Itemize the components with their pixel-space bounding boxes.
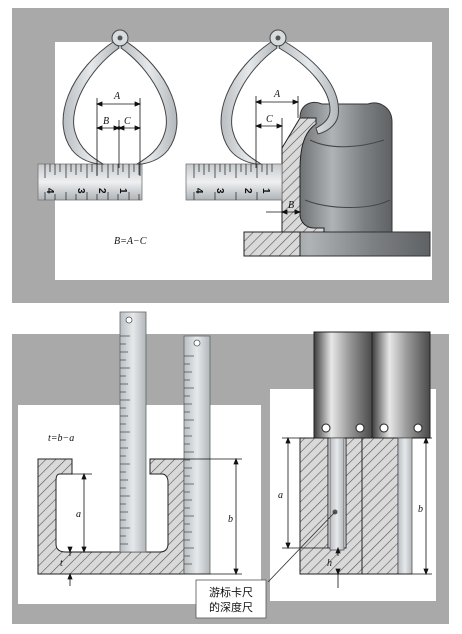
- depth-rod: [329, 437, 345, 551]
- casting-workpiece: [243, 102, 431, 257]
- caliper-on-ruler: 4 3 2 1 A B: [37, 29, 178, 201]
- ruler-left-number-1: 1: [117, 188, 128, 194]
- dimension-a-label: A: [273, 89, 281, 100]
- ruler-right-number-4: 4: [193, 188, 204, 194]
- callout-line2: 的深度尺: [209, 600, 253, 614]
- dimension-a-label: a: [278, 490, 283, 501]
- dimension-b-label: b: [228, 514, 233, 525]
- slotted-block-right: [361, 437, 399, 575]
- ruler-left-number-4: 4: [44, 188, 55, 194]
- steel-ruler-left: 4 3 2 1: [37, 163, 143, 201]
- slotted-block-left: [299, 437, 363, 575]
- callout-line1: 游标卡尺: [209, 585, 253, 599]
- dimension-a-label: a: [76, 509, 81, 520]
- vernier-caliper-jaws: [313, 331, 431, 439]
- dimension-a-label: A: [113, 91, 121, 102]
- caliper-on-casting: 4 3 2 1 A C: [185, 29, 431, 257]
- dimension-b-label: B: [103, 116, 109, 127]
- dimension-c-label: C: [266, 114, 273, 125]
- ruler-left-number-2: 2: [96, 188, 107, 194]
- outside-caliper-left: [62, 29, 178, 165]
- steel-ruler-reference: [183, 335, 211, 575]
- dimension-c-label: C: [124, 116, 131, 127]
- ruler-left-number-3: 3: [75, 188, 86, 194]
- bottom-formula: t=b−a: [48, 433, 74, 444]
- depth-gauge-measurement: a b h 游标卡尺 的深度尺: [195, 331, 432, 619]
- dimension-b-label: b: [418, 504, 423, 515]
- callout-box: [195, 579, 267, 619]
- steel-ruler-depth-left: [119, 311, 147, 553]
- channel-section: [37, 458, 185, 575]
- dimension-lines-right: [254, 96, 302, 215]
- top-formula: B=A−C: [114, 236, 147, 247]
- dimension-lines-left: [95, 98, 142, 176]
- ruler-right-number-2: 2: [242, 188, 253, 194]
- dimension-b-label: B: [288, 200, 294, 211]
- channel-thickness-measurement: t=b−a: [37, 311, 242, 586]
- callout-leader: [267, 511, 336, 583]
- bottom-panel: t=b−a: [12, 311, 449, 624]
- ruler-right-number-1: 1: [260, 188, 271, 194]
- top-panel: 4 3 2 1 A B: [12, 8, 449, 303]
- dimension-lines-depth: [282, 436, 432, 588]
- ruler-right-number-3: 3: [214, 188, 225, 194]
- dimension-t-label: t: [60, 558, 63, 569]
- steel-ruler-right: 4 3 2 1: [185, 163, 283, 201]
- dimension-lines-channel: [66, 457, 242, 586]
- dimension-h-label: h: [327, 558, 332, 569]
